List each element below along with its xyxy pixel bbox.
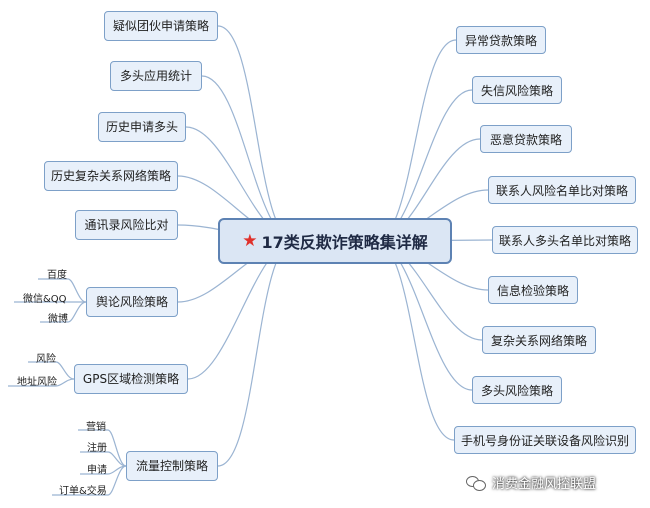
node-info-verification[interactable]: 信息检验策略	[488, 276, 578, 304]
central-title: 17类反欺诈策略集详解	[261, 233, 428, 252]
node-label: 历史申请多头	[105, 120, 178, 134]
node-contact-multi-list-compare[interactable]: 联系人多头名单比对策略	[492, 226, 638, 254]
sub-connector-2-0	[78, 429, 127, 467]
node-label: 历史复杂关系网络策略	[51, 169, 172, 183]
node-suspected-gang-application[interactable]: 疑似团伙申请策略	[104, 11, 218, 41]
sub-connector-0-0	[38, 278, 87, 303]
connector-right-0	[374, 39, 457, 242]
node-label: 信息检验策略	[496, 284, 569, 298]
connector-left-1	[201, 75, 296, 242]
watermark: 消费金融风控联盟	[466, 470, 596, 494]
node-abnormal-loan[interactable]: 异常贷款策略	[456, 26, 546, 54]
star-icon: ★	[242, 231, 258, 251]
wechat-icon	[466, 474, 486, 491]
subtopic-register[interactable]: 注册	[87, 443, 107, 454]
node-label: 恶意贷款策略	[489, 133, 562, 147]
node-label: 异常贷款策略	[464, 34, 537, 48]
node-label: 通讯录风险比对	[84, 218, 169, 232]
node-label: 手机号身份证关联设备风险识别	[461, 434, 630, 448]
sub-connector-2-3	[52, 465, 127, 496]
subtopic-order-trade[interactable]: 订单&交易	[59, 486, 107, 497]
node-label: 复杂关系网络策略	[490, 334, 587, 348]
node-complex-network[interactable]: 复杂关系网络策略	[482, 326, 596, 354]
subtopic-weibo[interactable]: 微博	[48, 314, 68, 325]
subtopic-wechat-qq[interactable]: 微信&QQ	[23, 294, 67, 305]
node-public-opinion-risk[interactable]: 舆论风险策略	[86, 287, 178, 317]
node-gps-region-detection[interactable]: GPS区域检测策略	[74, 364, 188, 394]
node-label: 联系人多头名单比对策略	[499, 234, 632, 248]
node-history-multi-application[interactable]: 历史申请多头	[98, 112, 186, 142]
node-label: 多头风险策略	[480, 384, 553, 398]
node-label: 多头应用统计	[119, 69, 192, 83]
node-malicious-loan[interactable]: 恶意贷款策略	[480, 125, 572, 153]
watermark-text: 消费金融风控联盟	[492, 476, 597, 492]
node-contacts-risk-compare[interactable]: 通讯录风险比对	[75, 210, 178, 240]
central-topic[interactable]: ★ 17类反欺诈策略集详解	[218, 218, 452, 264]
subtopic-marketing[interactable]: 营销	[86, 422, 106, 433]
node-contact-risk-list-compare[interactable]: 联系人风险名单比对策略	[488, 176, 636, 204]
subtopic-apply[interactable]: 申请	[87, 465, 107, 476]
sub-connector-1-1	[8, 378, 75, 387]
node-multi-risk[interactable]: 多头风险策略	[472, 376, 562, 404]
node-dishonest-risk[interactable]: 失信风险策略	[472, 76, 562, 104]
node-multi-app-stats[interactable]: 多头应用统计	[110, 61, 202, 91]
subtopic-risk[interactable]: 风险	[36, 354, 56, 365]
connector-left-7	[217, 240, 296, 467]
node-phone-id-device-risk[interactable]: 手机号身份证关联设备风险识别	[454, 426, 636, 454]
node-label: GPS区域检测策略	[82, 372, 180, 386]
node-label: 疑似团伙申请策略	[112, 19, 209, 33]
sub-connector-0-2	[40, 301, 87, 323]
subtopic-address-risk[interactable]: 地址风险	[17, 377, 57, 388]
sub-connector-1-0	[28, 361, 75, 380]
node-label: 联系人风险名单比对策略	[495, 184, 628, 198]
node-label: 流量控制策略	[135, 459, 208, 473]
node-label: 失信风险策略	[480, 84, 553, 98]
node-label: 舆论风险策略	[95, 295, 168, 309]
node-history-complex-network[interactable]: 历史复杂关系网络策略	[44, 161, 178, 191]
subtopic-baidu[interactable]: 百度	[47, 270, 67, 281]
sub-connector-2-1	[80, 451, 127, 467]
node-traffic-control[interactable]: 流量控制策略	[126, 451, 218, 481]
